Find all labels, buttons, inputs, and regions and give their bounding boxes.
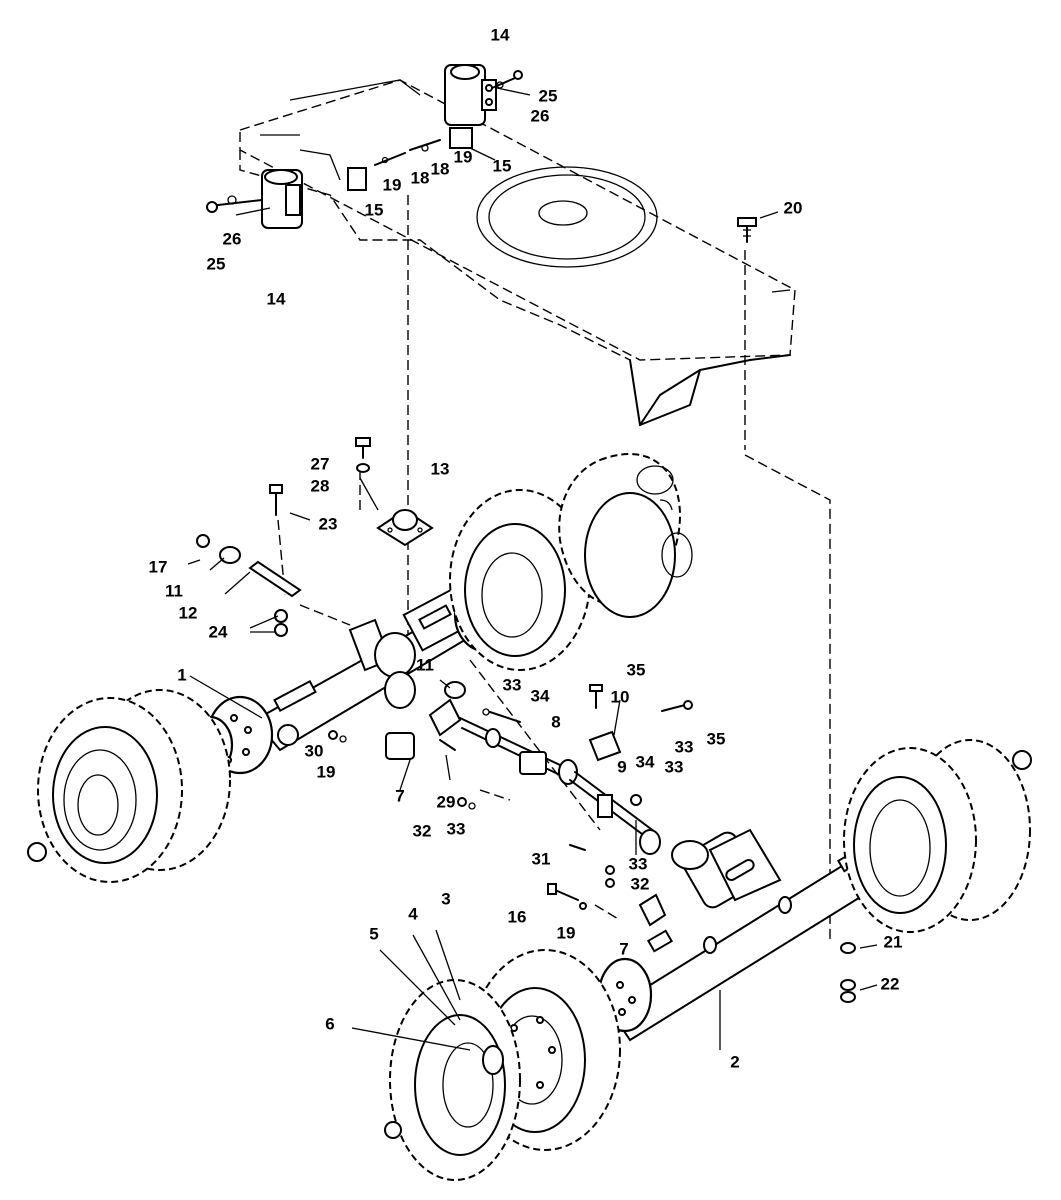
callout-31: 31: [532, 849, 551, 868]
callout-24: 24: [209, 622, 228, 641]
callout-7: 7: [619, 939, 628, 958]
washers-21-22: [840, 942, 856, 1003]
callout-35: 35: [627, 660, 646, 679]
callout-33: 33: [447, 819, 466, 838]
callout-28: 28: [311, 476, 330, 495]
callout-33: 33: [665, 757, 684, 776]
support-bracket-13: [376, 508, 434, 547]
callout-10: 10: [611, 687, 630, 706]
front-left-wheels: [27, 689, 231, 883]
callout-15: 15: [365, 200, 384, 219]
callout-33: 33: [629, 854, 648, 873]
small-hardware: [328, 684, 693, 910]
callout-11: 11: [165, 581, 183, 600]
callout-22: 22: [881, 974, 900, 993]
callout-29: 29: [437, 792, 456, 811]
callout-23: 23: [319, 514, 338, 533]
callout-20: 20: [784, 198, 803, 217]
bolt-23-27: [269, 437, 371, 516]
callout-15: 15: [493, 156, 512, 175]
callout-19: 19: [383, 175, 402, 194]
callout-21: 21: [884, 932, 903, 951]
callout-7: 7: [395, 786, 404, 805]
callout-17: 17: [149, 557, 168, 576]
assembly-guide-lines: [277, 195, 831, 940]
callout-19: 19: [557, 923, 576, 942]
chassis-frame: [239, 79, 796, 426]
callout-1: 1: [177, 665, 186, 684]
front-right-wheel: [449, 453, 693, 671]
callout-3: 3: [441, 889, 450, 908]
pin-assembly-12: [196, 534, 302, 637]
callout-11: 11: [416, 655, 434, 674]
callout-18: 18: [431, 159, 450, 178]
callout-26: 26: [223, 229, 242, 248]
callout-33: 33: [675, 737, 694, 756]
callout-19: 19: [454, 147, 473, 166]
callout-14: 14: [491, 25, 510, 44]
callout-35: 35: [707, 729, 726, 748]
callout-5: 5: [369, 924, 378, 943]
callout-26: 26: [531, 106, 550, 125]
callout-2: 2: [730, 1052, 739, 1071]
callout-4: 4: [408, 904, 418, 923]
callout-13: 13: [431, 459, 450, 478]
leader-lines: [187, 87, 878, 1051]
callout-30: 30: [305, 741, 324, 760]
callout-32: 32: [631, 874, 650, 893]
callout-6: 6: [325, 1014, 334, 1033]
callout-32: 32: [413, 821, 432, 840]
callout-33: 33: [503, 675, 522, 694]
callout-12: 12: [179, 603, 198, 622]
bolt-20: [737, 217, 757, 243]
rear-left-wheels: [384, 949, 621, 1181]
callout-34: 34: [636, 752, 655, 771]
callout-25: 25: [207, 254, 226, 273]
callout-14: 14: [267, 289, 286, 308]
callout-19: 19: [317, 762, 336, 781]
callout-27: 27: [311, 454, 330, 473]
rear-right-wheels: [843, 739, 1032, 933]
callout-18: 18: [411, 168, 430, 187]
pivot-bracket-lower: [206, 139, 441, 229]
pivot-bracket-upper: [444, 64, 523, 149]
callout-16: 16: [508, 907, 527, 926]
callout-labels: 14 25 26 19 18 15 19 18 15 20 26 25 14 2…: [149, 25, 903, 1071]
callout-9: 9: [617, 757, 626, 776]
callout-8: 8: [551, 712, 560, 731]
callout-34: 34: [531, 686, 550, 705]
callout-25: 25: [539, 86, 558, 105]
drive-shaft: [385, 681, 667, 927]
